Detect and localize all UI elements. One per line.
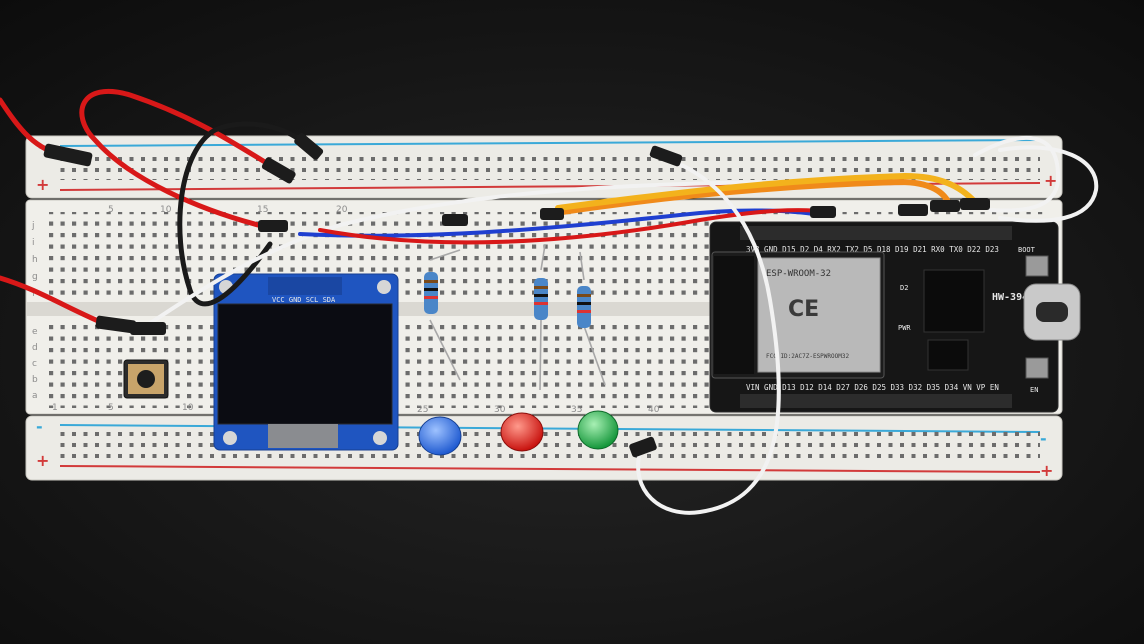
resistor-body: [577, 286, 591, 328]
bottom-rail-plus-label-right: +: [1040, 461, 1053, 480]
oled-header: [268, 277, 342, 295]
column-number: 10: [160, 205, 172, 215]
esp32-top-pin-labels: 3V3 GND D15 D2 D4 RX2 TX2 D5 D18 D19 D21…: [746, 245, 999, 254]
column-number: 20: [336, 205, 348, 215]
row-letter: h: [32, 255, 38, 265]
row-letter: b: [32, 375, 38, 385]
leds: [418, 410, 619, 456]
white-wire-loop: [636, 156, 781, 515]
regulator-chip: [927, 339, 969, 371]
row-letter: i: [32, 238, 35, 248]
column-number: 5: [108, 205, 114, 215]
column-number: 30: [494, 405, 506, 415]
bottom-rail-holes: [60, 432, 1040, 462]
top-rail-plus-label-right: +: [1044, 171, 1057, 190]
row-letter: d: [32, 343, 38, 353]
white-wire-left: [138, 180, 762, 332]
bottom-rail-minus-label-right: -: [1040, 429, 1047, 448]
oled-display-module: VCC GND SCL SDA: [213, 273, 399, 451]
esp32-board: 3V3 GND D15 D2 D4 RX2 TX2 D5 D18 D19 D21…: [709, 221, 1081, 413]
resistor-body: [424, 272, 438, 314]
led-blue: [418, 416, 462, 456]
top-rail-plus-label: +: [36, 175, 49, 194]
bottom-rail-red-line: [59, 465, 1041, 473]
yellow-wire: [555, 172, 978, 211]
boot-label: BOOT: [1018, 246, 1036, 254]
column-number: 40: [648, 405, 660, 415]
white-wire-right-b: [998, 145, 1099, 223]
column-number: 15: [257, 205, 268, 215]
led-green: [577, 410, 619, 450]
push-button[interactable]: [123, 359, 169, 399]
column-number: 25: [417, 405, 428, 415]
usb-c-opening: [1036, 302, 1068, 322]
esp32-bottom-pin-labels: VIN GND D13 D12 D14 D27 D26 D25 D33 D32 …: [746, 383, 999, 392]
row-letter: a: [32, 391, 38, 401]
oled-mount-hole: [377, 280, 391, 294]
column-number: 35: [571, 405, 582, 415]
d2-label: D2: [900, 284, 908, 292]
pwr-label: PWR: [898, 324, 911, 332]
orange-wire: [545, 178, 953, 217]
wroom-module-name: ESP-WROOM-32: [766, 269, 831, 279]
usb-uart-chip: [923, 269, 985, 333]
button-cap[interactable]: [137, 370, 155, 388]
column-number: 5: [108, 403, 114, 413]
board-label: HW-394: [992, 292, 1028, 303]
esp32-bottom-header: [740, 394, 1012, 408]
ce-mark: CE: [788, 297, 819, 322]
column-number: 1: [52, 403, 58, 413]
white-wire-right-a: [973, 135, 1061, 213]
column-number: 10: [182, 403, 194, 413]
en-label: EN: [1030, 386, 1038, 394]
jumper-wires: [0, 88, 1099, 515]
led-red: [500, 412, 544, 452]
oled-screen: [217, 303, 393, 425]
row-letter: c: [32, 359, 37, 369]
wroom-antenna: [714, 256, 754, 374]
row-letter: j: [31, 221, 35, 231]
red-wire-esp: [318, 208, 832, 245]
boot-button[interactable]: [1025, 255, 1049, 277]
row-letter: f: [32, 289, 36, 299]
oled-mount-hole: [373, 431, 387, 445]
row-letter: g: [32, 272, 38, 282]
bottom-rail-plus-label: +: [36, 451, 49, 470]
black-wire-loop: [177, 121, 313, 307]
oled-ribbon: [268, 424, 338, 448]
resistors: [424, 244, 606, 391]
wire-plugs: [43, 132, 990, 458]
esp32-top-header: [740, 226, 1012, 240]
fcc-id-text: FCC ID:2AC7Z-ESPWROOM32: [766, 353, 849, 360]
en-button[interactable]: [1025, 357, 1049, 379]
oled-mount-hole: [223, 431, 237, 445]
top-rail-blue-line: [59, 139, 1041, 147]
row-letter: e: [32, 327, 38, 337]
oled-header-text: VCC GND SCL SDA: [272, 296, 336, 304]
bottom-rail-minus-label: -: [36, 417, 43, 436]
resistor-body: [534, 278, 548, 320]
